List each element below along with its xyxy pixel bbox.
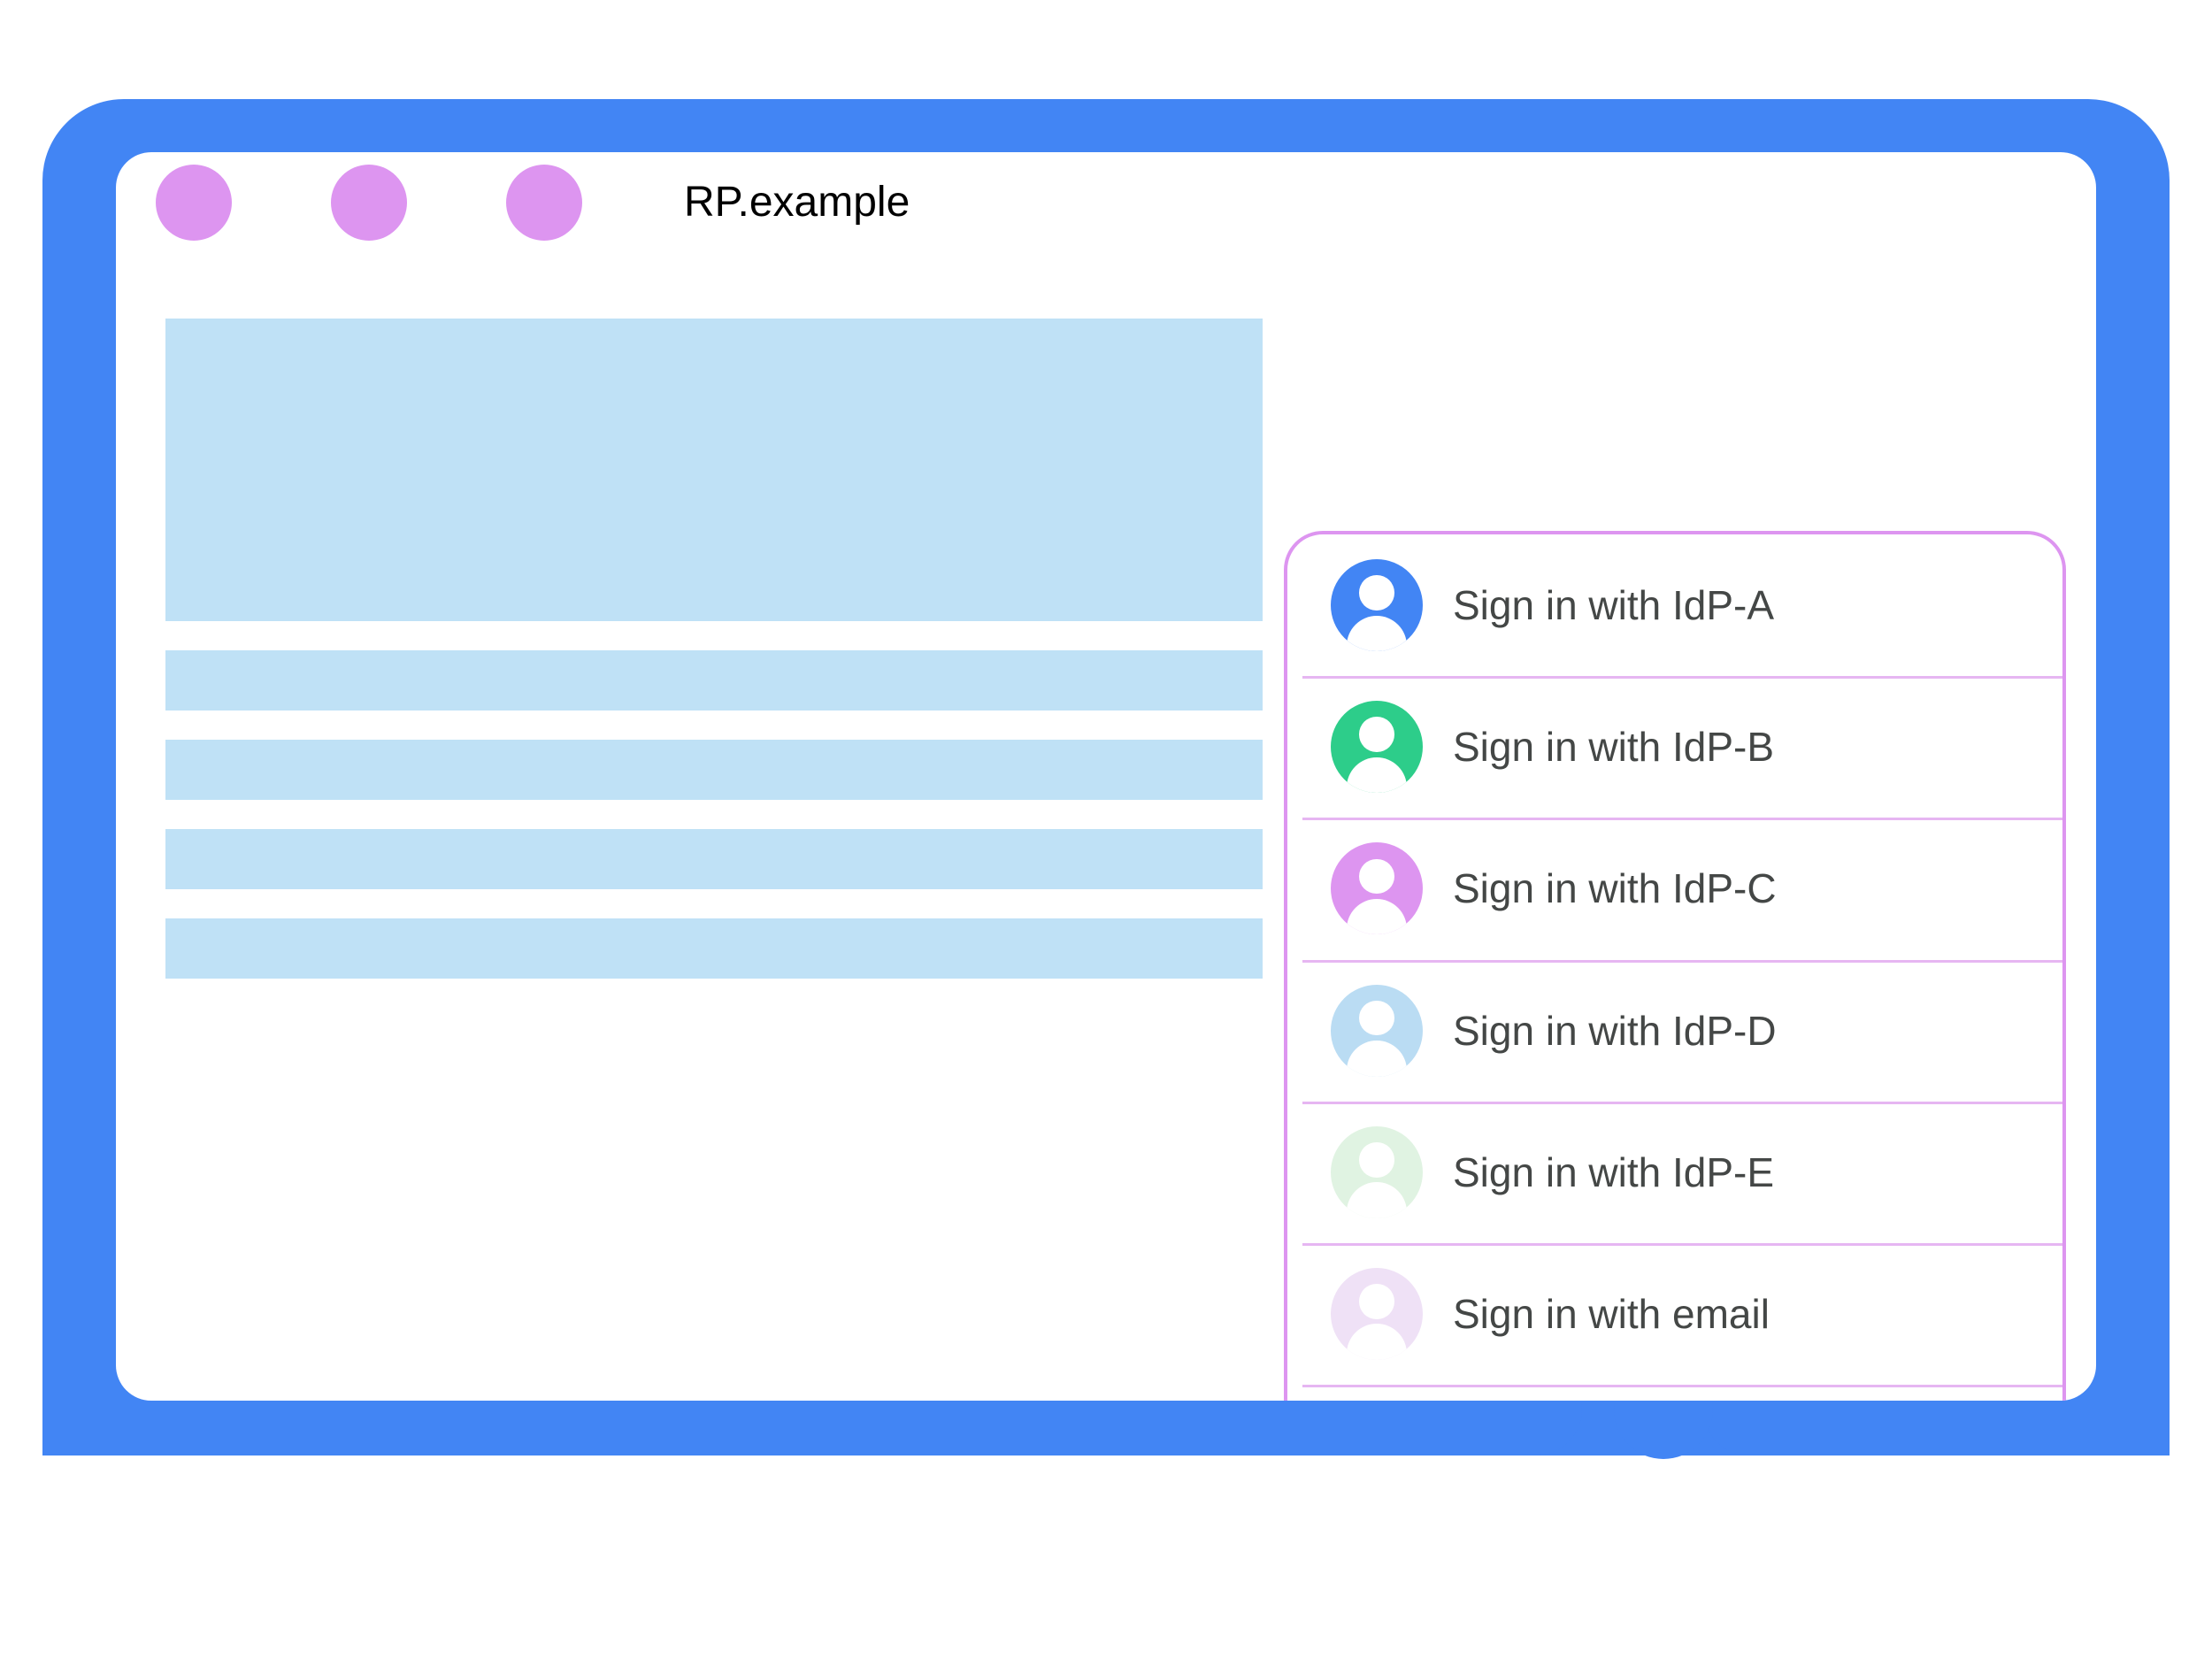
signin-option-row[interactable]: Sign in with IdP-C — [1287, 818, 2062, 959]
text-line-placeholder-3 — [165, 829, 1263, 889]
signin-option-label: Sign in with IdP-A — [1453, 582, 1775, 629]
text-line-placeholder-4 — [165, 918, 1263, 979]
window-dot-1-icon[interactable] — [156, 165, 232, 241]
signin-option-label: Sign in with IdP-E — [1453, 1148, 1775, 1195]
signin-option-row[interactable]: Sign in with IdP-E — [1287, 1101, 2062, 1243]
signin-option-row[interactable]: Sign in with IdP-D — [1287, 959, 2062, 1102]
page-title: RP.example — [684, 179, 910, 226]
signin-option-label: Sign in with IdP-C — [1453, 865, 1777, 912]
account-avatar-icon — [1331, 1125, 1423, 1218]
account-avatar-icon — [1331, 1268, 1423, 1361]
account-avatar-icon — [1331, 559, 1423, 652]
window-dot-2-icon[interactable] — [331, 165, 407, 241]
signin-provider-card: Sign in with IdP-A Sign in with IdP-B Sign… — [1284, 531, 2066, 1401]
account-avatar-icon — [1331, 842, 1423, 935]
account-avatar-icon — [1331, 984, 1423, 1077]
page-content-placeholders — [165, 319, 1263, 1008]
signin-option-label: Sign in with email — [1453, 1291, 1770, 1338]
account-avatar-icon — [1331, 701, 1423, 794]
signin-option-label: Sign in with IdP-B — [1453, 724, 1775, 771]
text-line-placeholder-1 — [165, 650, 1263, 710]
signin-option-row[interactable]: Sign in with IdP-A — [1287, 534, 2062, 676]
signin-option-row[interactable]: Sign in with SMS — [1287, 1385, 2062, 1401]
browser-titlebar: RP.example — [116, 152, 2096, 347]
signin-option-row[interactable]: Sign in with email — [1287, 1242, 2062, 1385]
signin-option-label: Sign in with IdP-D — [1453, 1007, 1777, 1054]
hero-placeholder — [165, 319, 1263, 621]
signin-provider-list: Sign in with IdP-A Sign in with IdP-B Sign… — [1287, 534, 2062, 1401]
text-line-placeholder-2 — [165, 740, 1263, 800]
window-dot-3-icon[interactable] — [506, 165, 582, 241]
signin-option-row[interactable]: Sign in with IdP-B — [1287, 676, 2062, 818]
